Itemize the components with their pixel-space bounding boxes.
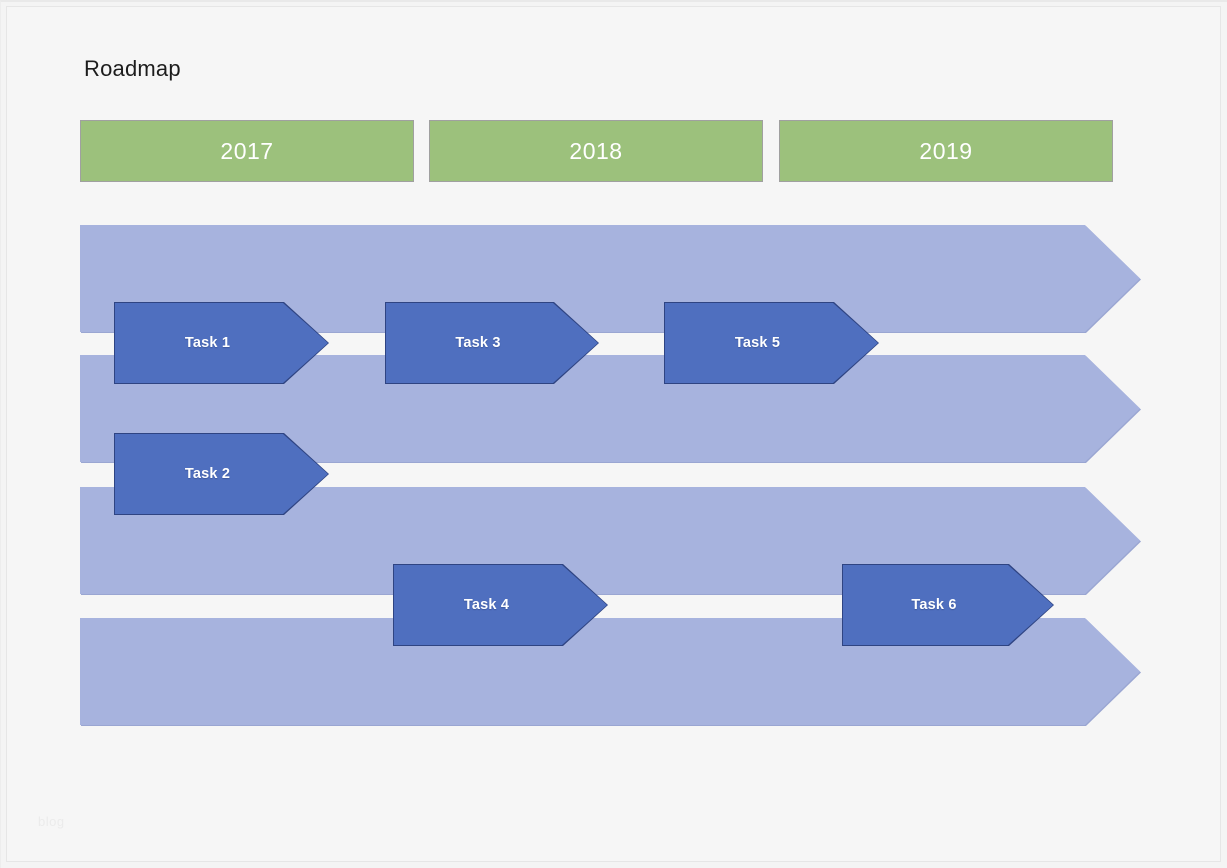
year-bar-2019[interactable]: 2019 — [779, 120, 1113, 182]
year-bar-2017[interactable]: 2017 — [80, 120, 414, 182]
task-label: Task 3 — [455, 335, 501, 351]
task-arrow-task-5[interactable]: Task 5 — [665, 303, 878, 383]
task-arrow-task-2[interactable]: Task 2 — [115, 434, 328, 514]
watermark: blog — [38, 814, 65, 829]
year-label: 2019 — [919, 137, 973, 164]
task-label: Task 4 — [463, 597, 510, 613]
task-arrow-task-4[interactable]: Task 4 — [394, 565, 607, 645]
page-title: Roadmap — [84, 56, 181, 81]
task-arrow-task-6[interactable]: Task 6 — [843, 565, 1053, 645]
task-label: Task 6 — [911, 597, 957, 613]
year-label: 2018 — [569, 137, 623, 164]
year-bar-2018[interactable]: 2018 — [429, 120, 763, 182]
task-label: Task 2 — [184, 466, 231, 482]
task-label: Task 5 — [734, 335, 781, 351]
task-arrow-task-3[interactable]: Task 3 — [386, 303, 598, 383]
year-label: 2017 — [220, 137, 274, 164]
task-arrow-task-1[interactable]: Task 1 — [115, 303, 328, 383]
task-label: Task 1 — [184, 335, 231, 351]
